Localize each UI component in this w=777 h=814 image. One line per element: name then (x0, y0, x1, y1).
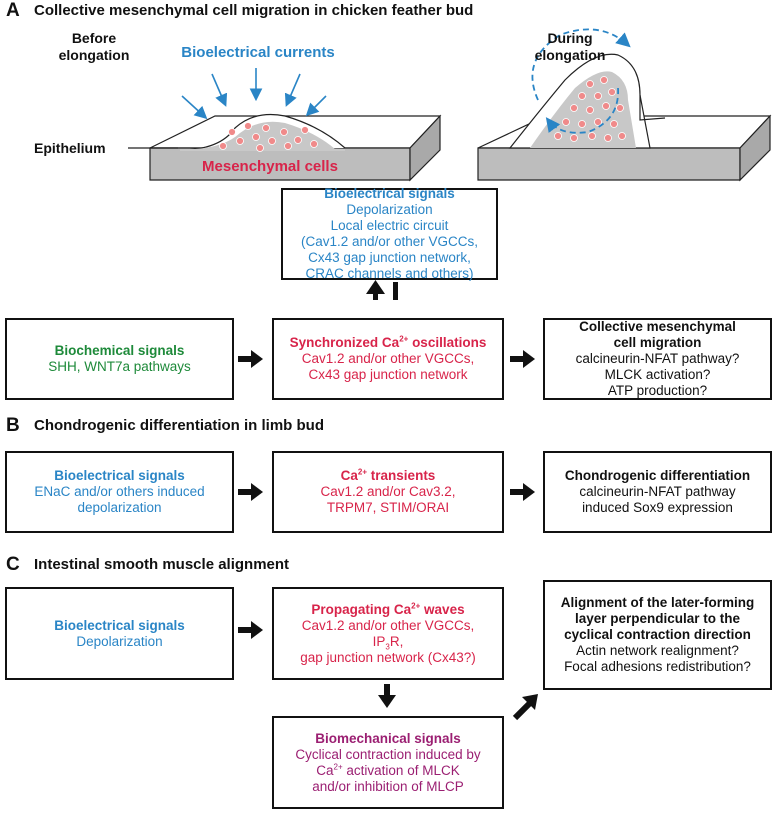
before-elongation-label: Before elongation (58, 30, 130, 63)
a-biochemical-signals-box: Biochemical signals SHH, WNT7a pathways (5, 318, 234, 400)
a-collective-migration-box: Collective mesenchymal cell migration ca… (543, 318, 772, 400)
b-calcium-transients-box: Ca2+ transients Cav1.2 and/or Cav3.2, TR… (272, 451, 504, 533)
arrow-a2 (510, 350, 535, 368)
before-elongation-tissue (128, 68, 442, 182)
panel-c-letter: C (6, 554, 20, 575)
mesenchymal-cells-label: Mesenchymal cells (202, 158, 338, 175)
arrow-b1 (238, 483, 263, 501)
arrow-b2 (510, 483, 535, 501)
c-propagating-calcium-box: Propagating Ca2+ waves Cav1.2 and/or oth… (272, 587, 504, 680)
panel-a-title: Collective mesenchymal cell migration in… (34, 2, 474, 19)
during-elongation-label: During elongation (534, 30, 606, 63)
arrow-c1 (238, 621, 263, 639)
arrow-c-diag (512, 694, 538, 721)
arrow-c-down (378, 684, 396, 708)
c-muscle-alignment-box: Alignment of the later-forming layer per… (543, 580, 772, 690)
b-bioelectrical-signals-box: Bioelectrical signals ENaC and/or others… (5, 451, 234, 533)
a-synchronized-calcium-box: Synchronized Ca2+ oscillations Cav1.2 an… (272, 318, 504, 400)
c-biomechanical-signals-box: Biomechanical signals Cyclical contracti… (272, 716, 504, 809)
arrow-a1 (238, 350, 263, 368)
c-bioelectrical-signals-box: Bioelectrical signals Depolarization (5, 587, 234, 680)
panel-a-letter: A (6, 0, 20, 21)
b-chondrogenic-differentiation-box: Chondrogenic differentiation calcineurin… (543, 451, 772, 533)
epithelium-label: Epithelium (34, 140, 106, 156)
bioelectrical-currents-label: Bioelectrical currents (181, 44, 335, 61)
during-elongation-tissue (477, 28, 772, 182)
panel-b-letter: B (6, 415, 20, 436)
panel-c-title: Intestinal smooth muscle alignment (34, 556, 290, 573)
feather-bud-illustration (128, 28, 772, 300)
a-bioelectrical-signals-box: Bioelectrical signals Depolarization Loc… (281, 186, 498, 281)
panel-b-title: Chondrogenic differentiation in limb bud (34, 417, 324, 434)
